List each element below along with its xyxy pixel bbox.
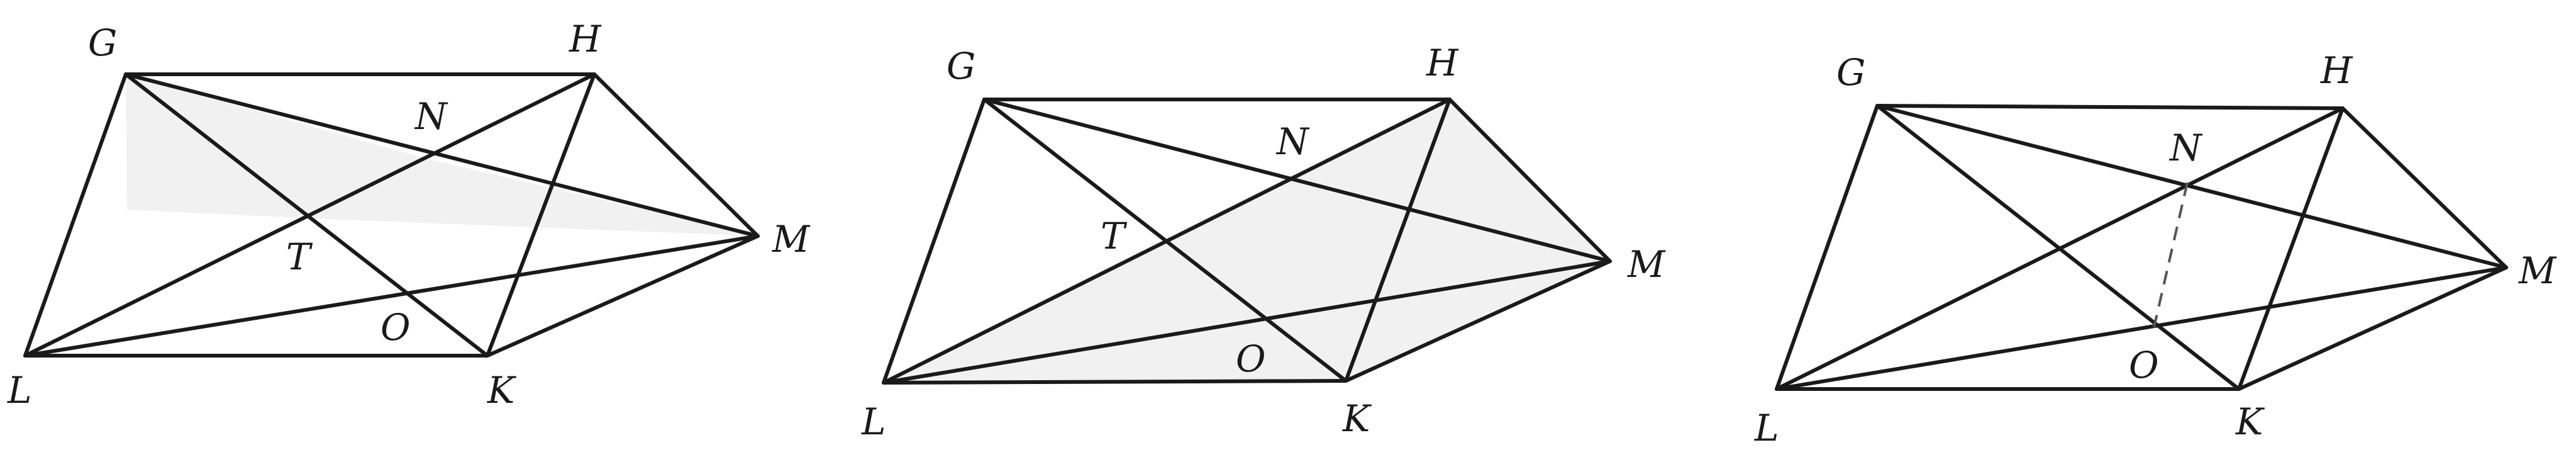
edge-HK (486, 72, 596, 358)
label-G: G (1836, 51, 1865, 94)
label-G: G (88, 21, 117, 64)
edge-GM (124, 72, 760, 238)
diagonal-LH (23, 72, 596, 358)
edge-LM (23, 234, 760, 358)
edge-HM (1448, 98, 1612, 263)
edge-KM (2237, 266, 2508, 391)
label-T: T (286, 235, 313, 278)
segment-NO (2153, 182, 2189, 328)
edge-LM (882, 259, 1612, 385)
edge-GH (1875, 104, 2345, 110)
edge-KL (882, 379, 1348, 385)
label-K: K (2235, 400, 2265, 443)
figure-2: G H N M T O L K (861, 42, 1666, 443)
label-L: L (861, 400, 886, 443)
label-N: N (414, 95, 448, 138)
edge-KM (1344, 259, 1612, 383)
label-N: N (2168, 127, 2203, 169)
edge-HK (2237, 106, 2345, 391)
label-M: M (2518, 249, 2557, 292)
diagonal-GK (124, 72, 489, 358)
label-K: K (487, 369, 517, 412)
label-N: N (1275, 120, 1310, 163)
edge-LG (882, 98, 986, 385)
edge-GM (1875, 104, 2508, 269)
edge-LM (1775, 266, 2508, 391)
edge-GM (982, 98, 1612, 263)
label-M: M (772, 218, 811, 261)
figure-3: G H N M O L K (1754, 49, 2557, 449)
edge-LG (23, 72, 128, 358)
label-O: O (380, 306, 411, 349)
label-O: O (2129, 344, 2159, 386)
shaded-region (884, 99, 1610, 383)
label-K: K (1342, 397, 1372, 440)
label-H: H (2320, 49, 2353, 92)
label-G: G (947, 45, 975, 87)
label-T: T (1101, 215, 1128, 257)
edge-LG (1775, 104, 1879, 391)
label-L: L (1754, 407, 1779, 449)
diagonal-GK (982, 98, 1348, 383)
edge-KM (486, 234, 760, 358)
edge-HM (2341, 106, 2508, 269)
edge-HK (1344, 98, 1452, 383)
label-M: M (1627, 243, 1666, 286)
label-H: H (569, 18, 602, 60)
diagonal-GK (1875, 104, 2241, 391)
figure-1: G H N M T O L K (7, 18, 811, 412)
label-H: H (1426, 42, 1459, 84)
label-O: O (1236, 337, 1266, 380)
label-L: L (7, 369, 32, 412)
edge-HM (592, 72, 760, 238)
